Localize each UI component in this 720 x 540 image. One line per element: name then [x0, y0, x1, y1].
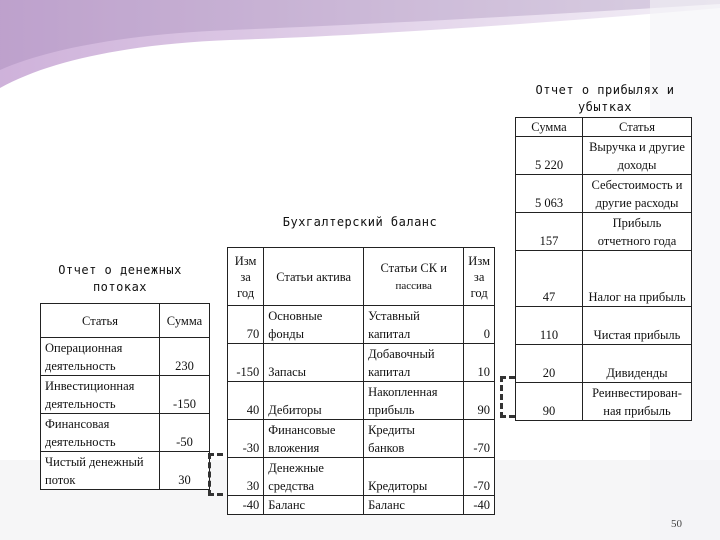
table-row: 47 Налог на прибыль [515, 250, 692, 307]
income-title: Отчет о прибылях и убытках [535, 83, 675, 114]
cash-flow-title: Отчет о денежных потоках [58, 263, 182, 294]
column-header: Статьи СК и пассива [363, 247, 465, 306]
column-header: Статья [582, 117, 692, 137]
balance-table: Изм за год Статьи актива Статьи СК и пас… [226, 247, 495, 515]
table-row: 90 Реинвестирован-ная прибыль [515, 382, 692, 421]
connector-profit-to-balance [500, 376, 515, 418]
column-header: Изм за год [226, 247, 265, 306]
column-header: Изм за год [463, 247, 495, 306]
table-row: 110 Чистая прибыль [515, 306, 692, 345]
column-header: Статья [40, 303, 160, 338]
page-number: 50 [671, 518, 682, 530]
column-header: Статьи актива [263, 247, 365, 306]
column-header: Сумма [159, 303, 210, 338]
balance-title: Бухгалтерский баланс [282, 215, 438, 229]
table-row: 20 Дивиденды [515, 344, 692, 383]
column-header: Сумма [515, 117, 583, 137]
connector-cash-to-balance [208, 453, 223, 496]
total-row: -40 Баланс Баланс -40 [226, 495, 495, 515]
